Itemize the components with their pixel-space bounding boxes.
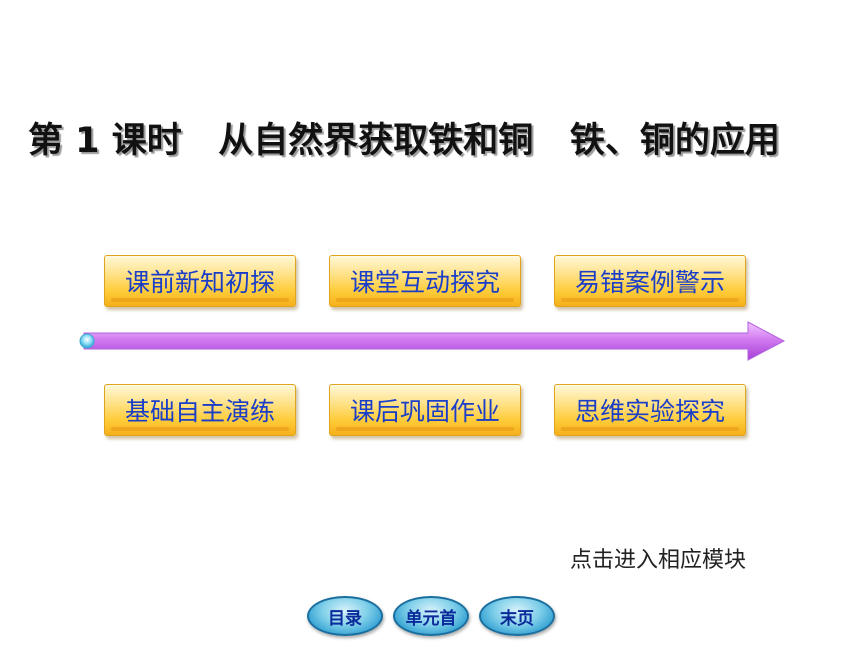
module-button-label: 思维实验探究 (574, 397, 725, 426)
module-button-label: 课堂互动探究 (349, 268, 500, 297)
module-button-homework[interactable]: 课后巩固作业 (329, 384, 521, 436)
module-button-preview[interactable]: 课前新知初探 (104, 255, 296, 307)
lesson-title: 第 1 课时 从自然界获取铁和铜 铁、铜的应用 (28, 121, 780, 161)
module-button-label: 课前新知初探 (124, 268, 275, 297)
module-button-basic-practice[interactable]: 基础自主演练 (104, 384, 296, 436)
last-page-button[interactable]: 末页 (479, 596, 555, 636)
hint-text: 点击进入相应模块 (570, 548, 747, 573)
arrow-start-dot-icon (79, 333, 95, 349)
module-button-experiment[interactable]: 思维实验探究 (554, 384, 746, 436)
last-page-button-label: 末页 (500, 608, 534, 629)
toc-button-label: 目录 (328, 608, 362, 629)
unit-first-button[interactable]: 单元首 (393, 596, 469, 636)
unit-first-button-label: 单元首 (405, 608, 457, 629)
module-button-label: 基础自主演练 (124, 397, 275, 426)
module-button-label: 易错案例警示 (574, 268, 725, 297)
arrow-divider (79, 321, 786, 361)
toc-button[interactable]: 目录 (307, 596, 383, 636)
module-button-label: 课后巩固作业 (349, 397, 500, 426)
module-button-class-interaction[interactable]: 课堂互动探究 (329, 255, 521, 307)
module-button-error-cases[interactable]: 易错案例警示 (554, 255, 746, 307)
